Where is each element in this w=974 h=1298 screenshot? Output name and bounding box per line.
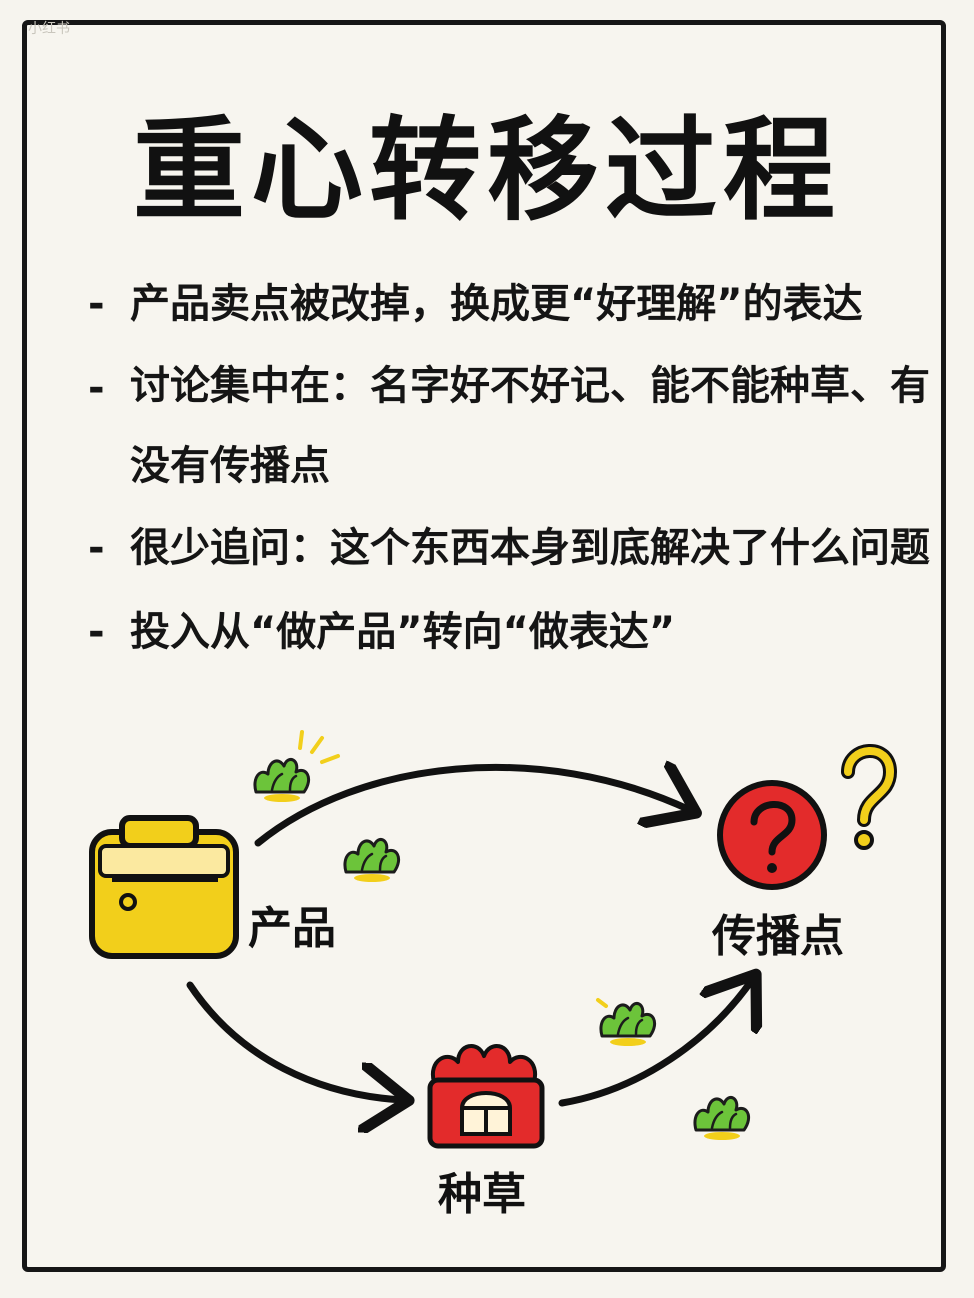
node-label-product: 产品	[248, 903, 336, 954]
arrow-product-to-spread	[254, 767, 690, 847]
bullet-dash: -	[88, 281, 105, 327]
bullet-item: - 讨论集中在：名字好不好记、能不能种草、有没有传播点	[88, 346, 948, 506]
green-grass-tuft-icon	[343, 837, 401, 884]
yellow-question-mark-icon	[841, 744, 898, 850]
bullet-list: - 产品卖点被改掉，换成更“好理解”的表达 - 讨论集中在：名字好不好记、能不能…	[88, 262, 948, 674]
green-grass-tuft-icon	[253, 757, 311, 804]
watermark: 小红书	[28, 21, 70, 37]
arrow-product-to-seeding	[186, 981, 402, 1100]
sparkle-icon	[298, 730, 608, 1008]
bullet-text: 讨论集中在：名字好不好记、能不能种草、有没有传播点	[130, 363, 930, 489]
bullet-dash: -	[88, 525, 105, 571]
yellow-box-icon	[89, 815, 239, 959]
bullet-text: 很少追问：这个东西本身到底解决了什么问题	[130, 525, 930, 571]
bullet-text: 投入从“做产品”转向“做表达”	[130, 609, 676, 655]
bullet-dash: -	[88, 365, 105, 411]
page-title: 重心转移过程	[133, 106, 841, 236]
bullet-item: - 很少追问：这个东西本身到底解决了什么问题	[88, 506, 948, 590]
red-question-circle-icon	[717, 780, 827, 890]
node-label-seeding: 种草	[438, 1169, 526, 1220]
node-label-spread: 传播点	[712, 911, 844, 962]
arrow-seeding-to-spread	[558, 980, 752, 1107]
green-grass-tuft-icon	[693, 1095, 751, 1142]
bullet-dash: -	[88, 609, 105, 655]
red-gift-house-icon	[427, 1044, 545, 1149]
bullet-item: - 投入从“做产品”转向“做表达”	[88, 590, 948, 674]
bullet-item: - 产品卖点被改掉，换成更“好理解”的表达	[88, 262, 948, 346]
bullet-text: 产品卖点被改掉，换成更“好理解”的表达	[130, 281, 863, 327]
green-grass-tuft-icon	[599, 1001, 657, 1048]
